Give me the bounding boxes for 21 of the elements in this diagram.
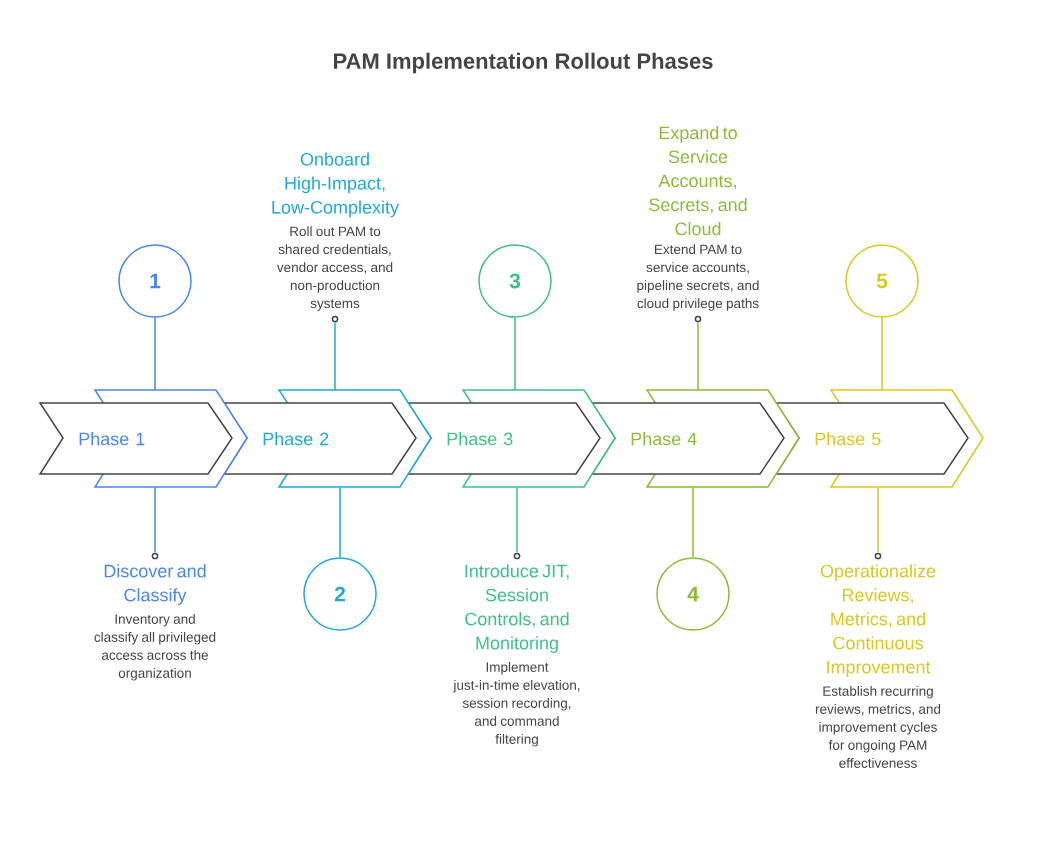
connector-line bbox=[334, 321, 336, 391]
phase-description: Introduce JIT, Session Controls, and Monitoring Implement just-in-time elevation, session recording, and command filtering bbox=[453, 552, 580, 747]
phase-description: Expand to Service Accounts, Secrets, and Cloud Extend PAM to service accounts, pipeline secrets, and cloud privilege paths bbox=[637, 126, 759, 323]
connector-line bbox=[881, 317, 883, 391]
phase-banner: Phase 4 bbox=[590, 389, 800, 488]
title: PAM Implementation Rollout Phases bbox=[334, 52, 713, 74]
phase-banner: Phase 3 bbox=[406, 389, 616, 488]
phase-banner: Phase 1 bbox=[38, 389, 248, 488]
connector-line bbox=[697, 321, 699, 391]
phase-banner: Phase 2 bbox=[222, 389, 432, 488]
phase-banner: Phase 5 bbox=[774, 389, 984, 488]
connector-line bbox=[877, 486, 879, 554]
connector-line bbox=[514, 317, 516, 391]
connector-line bbox=[516, 486, 518, 554]
phase-description: Operationalize Reviews, Metrics, and Continuous Improvement Establish recurring reviews, metrics, and improvement cycles for ongoing PAM effectiveness bbox=[815, 552, 941, 768]
phase-description: Discover and Classify Inventory and classify all privileged access across the organization bbox=[94, 552, 216, 681]
connector-line bbox=[154, 486, 156, 554]
connector-line bbox=[692, 486, 694, 558]
connector-line bbox=[154, 317, 156, 391]
connector-line bbox=[339, 486, 341, 558]
phase-description: Onboard High-Impact, Low-Complexity Roll out PAM to shared credentials, vendor access, and non-production systems bbox=[272, 152, 399, 323]
